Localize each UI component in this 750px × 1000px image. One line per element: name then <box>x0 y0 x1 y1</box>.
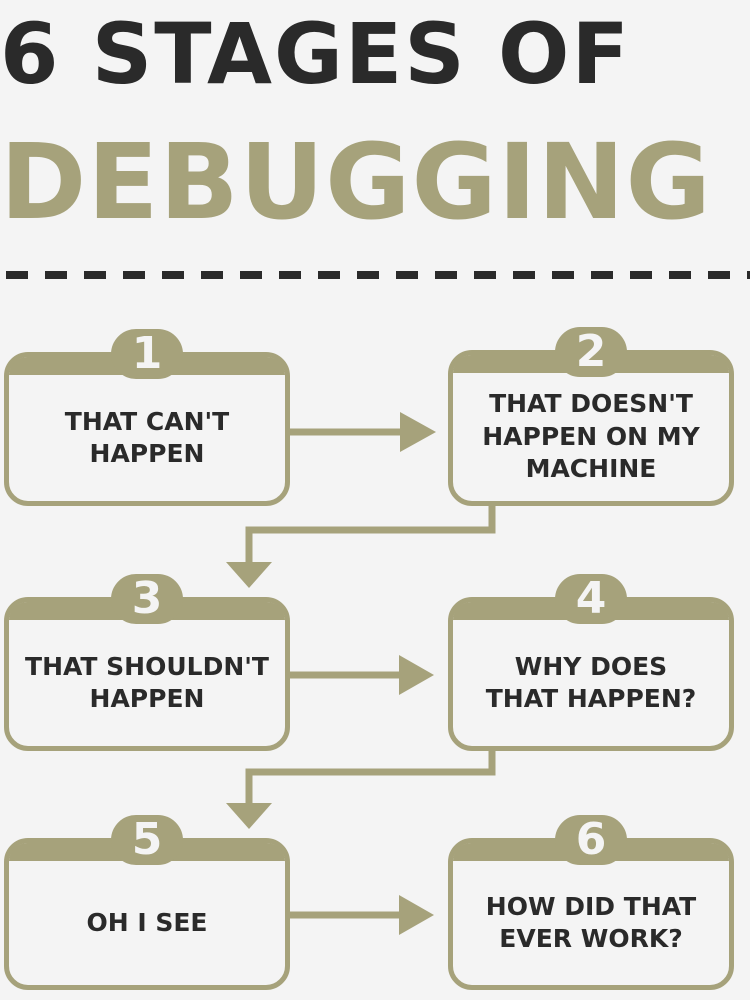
stage-number-badge: 4 <box>555 574 627 624</box>
stage-number-badge: 5 <box>111 815 183 865</box>
connector-2-to-3 <box>245 506 496 565</box>
stage-text-area: THAT SHOULDN'T HAPPEN <box>17 620 277 746</box>
connector-4-to-5 <box>245 751 496 806</box>
stage-box-1: 1 THAT CAN'T HAPPEN <box>4 329 290 506</box>
stage-number-badge: 2 <box>555 327 627 377</box>
arrowhead-2-to-3 <box>226 562 272 588</box>
stage-box-6: 6 HOW DID THAT EVER WORK? <box>448 815 734 990</box>
stage-text-area: THAT CAN'T HAPPEN <box>17 375 277 501</box>
stage-box-5: 5 OH I SEE <box>4 815 290 990</box>
stage-text: THAT CAN'T HAPPEN <box>64 406 230 469</box>
title-line-2: DEBUGGING <box>0 121 712 243</box>
stage-number-badge: 6 <box>555 815 627 865</box>
stage-number-badge: 3 <box>111 574 183 624</box>
arrowhead-3-to-4 <box>399 655 434 695</box>
title-line-1: 6 STAGES OF <box>0 5 631 103</box>
stage-box-4: 4 WHY DOES THAT HAPPEN? <box>448 574 734 751</box>
stage-text: HOW DID THAT EVER WORK? <box>485 891 697 954</box>
stage-text-area: WHY DOES THAT HAPPEN? <box>461 620 721 746</box>
stage-text: THAT SHOULDN'T HAPPEN <box>25 651 269 714</box>
arrowhead-5-to-6 <box>399 895 434 935</box>
stage-text-area: THAT DOESN'T HAPPEN ON MY MACHINE <box>461 373 721 501</box>
stage-box-2: 2 THAT DOESN'T HAPPEN ON MY MACHINE <box>448 327 734 506</box>
dashed-divider <box>6 271 750 279</box>
stage-text: OH I SEE <box>86 907 208 937</box>
arrowhead-1-to-2 <box>400 412 436 452</box>
arrowhead-4-to-5 <box>226 803 272 829</box>
stage-number-badge: 1 <box>111 329 183 379</box>
stage-text-area: OH I SEE <box>17 861 277 985</box>
stage-box-3: 3 THAT SHOULDN'T HAPPEN <box>4 574 290 751</box>
stage-text: THAT DOESN'T HAPPEN ON MY MACHINE <box>482 389 700 484</box>
stage-text: WHY DOES THAT HAPPEN? <box>485 651 697 714</box>
stage-text-area: HOW DID THAT EVER WORK? <box>461 861 721 985</box>
